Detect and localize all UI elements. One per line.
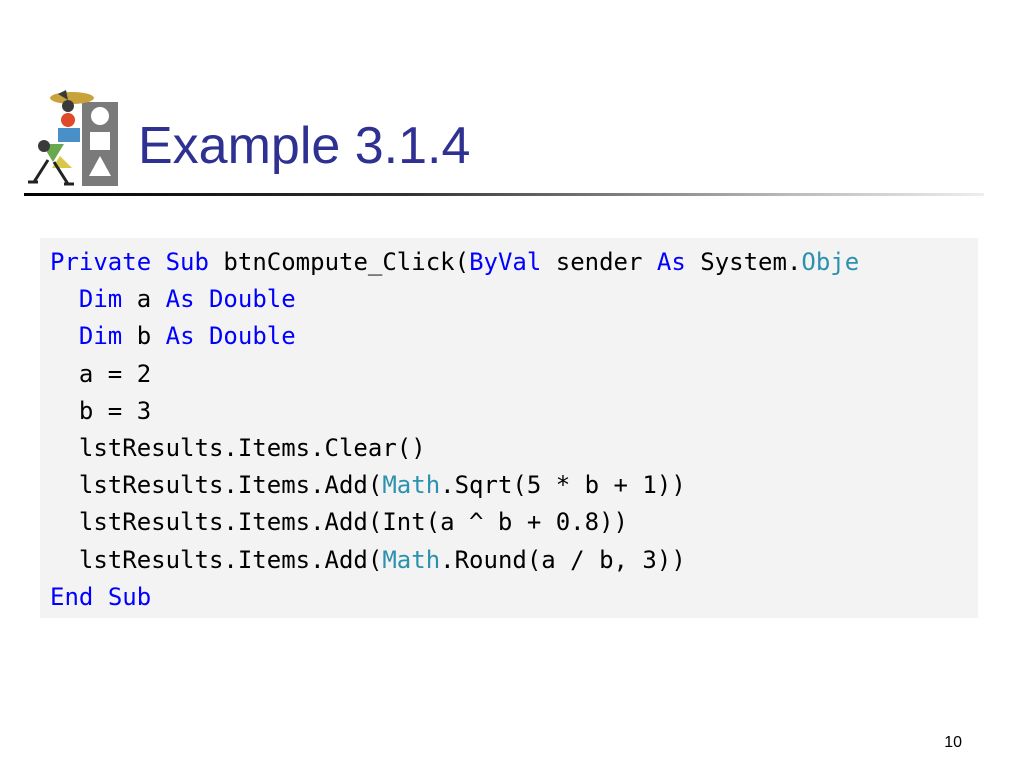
code-text: .Round(a / b, 3)): [440, 545, 686, 574]
code-text: [151, 248, 165, 276]
code-text: a = 2: [50, 359, 152, 388]
code-text: .Sqrt(5 * b + 1)): [440, 471, 686, 500]
code-line: Private Sub btnCompute_Click(ByVal sende…: [50, 244, 859, 281]
code-text: a: [122, 285, 166, 314]
code-keyword: Double: [208, 285, 296, 314]
code-type-name: Math: [382, 471, 441, 500]
code-line: lstResults.Items.Add(Math.Sqrt(5 * b + 1…: [50, 467, 859, 504]
code-line: End Sub: [50, 579, 859, 616]
code-text: lstResults.Items.Clear(): [50, 433, 426, 462]
code-listing: Private Sub btnCompute_Click(ByVal sende…: [50, 244, 859, 616]
code-keyword: Dim: [78, 322, 123, 351]
code-type-name: Obje: [801, 248, 860, 276]
code-text: sender: [541, 248, 657, 276]
code-keyword: ByVal: [469, 248, 542, 276]
code-text: btnCompute_Click(: [208, 248, 470, 276]
code-keyword: Sub: [165, 248, 209, 276]
code-keyword: As: [165, 285, 195, 314]
code-text: [195, 322, 209, 350]
page-number: 10: [944, 734, 962, 751]
code-line: a = 2: [50, 356, 859, 393]
code-text: System.: [685, 248, 802, 276]
code-keyword: End: [50, 582, 94, 611]
code-line: b = 3: [50, 393, 859, 430]
slide-title: Example 3.1.4: [138, 117, 471, 175]
code-text: [93, 583, 107, 611]
code-keyword: As: [656, 248, 686, 276]
code-line: lstResults.Items.Add(Int(a ^ b + 0.8)): [50, 504, 859, 541]
code-text: b: [122, 322, 166, 351]
code-keyword: Sub: [107, 582, 152, 611]
code-text: [50, 285, 79, 313]
code-line: lstResults.Items.Add(Math.Round(a / b, 3…: [50, 542, 859, 579]
code-keyword: As: [165, 322, 195, 351]
code-text: lstResults.Items.Add(: [50, 545, 383, 574]
code-block: Private Sub btnCompute_Click(ByVal sende…: [40, 238, 978, 618]
code-text: lstResults.Items.Add(Int(a ^ b + 0.8)): [50, 508, 628, 537]
code-keyword: Double: [208, 322, 296, 351]
people-with-shapes-icon: [28, 90, 118, 186]
code-keyword: Dim: [78, 285, 123, 314]
code-text: [195, 285, 209, 313]
code-line: lstResults.Items.Clear(): [50, 430, 859, 467]
code-keyword: Private: [50, 248, 152, 276]
code-type-name: Math: [382, 545, 441, 574]
title-divider: [24, 193, 984, 196]
code-text: lstResults.Items.Add(: [50, 471, 383, 500]
code-text: [50, 322, 79, 350]
code-text: b = 3: [50, 396, 152, 425]
code-line: Dim b As Double: [50, 318, 859, 355]
code-line: Dim a As Double: [50, 281, 859, 318]
